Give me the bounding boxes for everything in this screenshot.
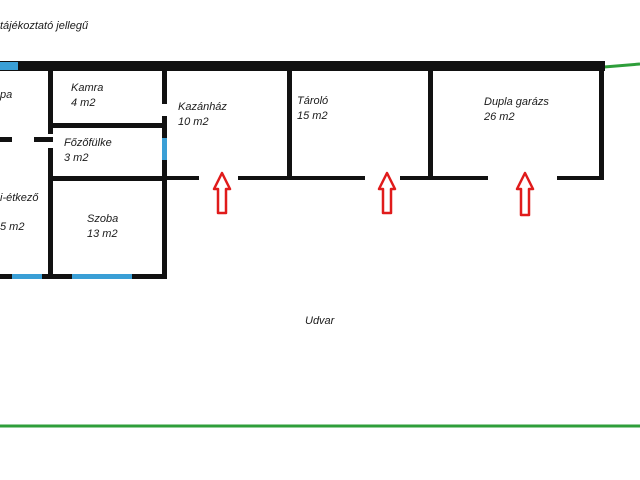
room-area: 10 m2 xyxy=(178,116,209,128)
room-area: 13 m2 xyxy=(87,228,118,240)
wall xyxy=(287,71,292,178)
arrow-icon xyxy=(377,171,397,215)
wall xyxy=(599,71,604,180)
room-name: Kamra xyxy=(71,82,104,94)
wall xyxy=(48,148,53,276)
wall xyxy=(167,176,199,180)
window xyxy=(0,62,18,70)
room-name: pa xyxy=(0,89,13,101)
window xyxy=(162,138,167,160)
room-area: 3 m2 xyxy=(64,152,89,164)
wall xyxy=(53,123,165,128)
wall xyxy=(53,176,165,181)
room-name: Szoba xyxy=(87,213,119,225)
room-area: 26 m2 xyxy=(484,111,515,123)
wall xyxy=(162,71,167,104)
room-name: Dupla garázs xyxy=(484,96,549,108)
room-name: Tároló xyxy=(297,95,329,107)
yard-label: Udvar xyxy=(305,315,335,327)
top-wall xyxy=(0,61,605,71)
property-boundary-top xyxy=(603,62,640,69)
wall xyxy=(428,71,433,178)
wall xyxy=(0,137,12,142)
wall xyxy=(238,176,365,180)
wall xyxy=(400,176,488,180)
wall xyxy=(557,176,604,180)
disclaimer-note: tájékoztató jellegű xyxy=(0,20,89,32)
wall xyxy=(162,116,167,279)
window xyxy=(12,274,42,279)
arrow-icon xyxy=(515,171,535,217)
window xyxy=(72,274,132,279)
room-area: 15 m2 xyxy=(297,110,328,122)
room-area: 4 m2 xyxy=(71,97,96,109)
wall xyxy=(34,137,53,142)
room-name: i-étkező xyxy=(0,192,39,204)
room-name: Főzőfülke xyxy=(64,137,112,149)
wall xyxy=(48,71,53,134)
room-name: Kazánház xyxy=(178,101,227,113)
room-area: 5 m2 xyxy=(0,221,25,233)
arrow-icon xyxy=(212,171,232,215)
